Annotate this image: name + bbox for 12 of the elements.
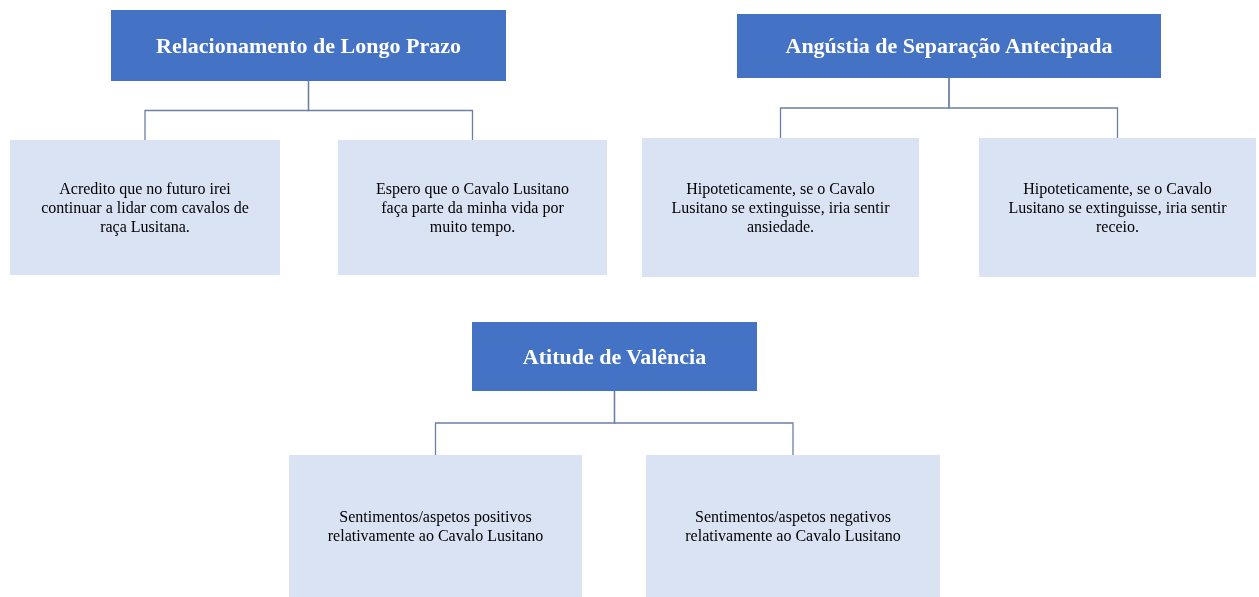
statement-box: Hipoteticamente, se o Cavalo Lusitano se extinguisse, iria sentir ansiedade.: [642, 138, 919, 277]
statement-box: Acredito que no futuro irei continuar a lidar com cavalos de raça Lusitana.: [10, 140, 280, 275]
category-header-box: Atitude de Valência: [472, 322, 757, 391]
connector-line: [613, 390, 794, 456]
statement-box: Sentimentos/aspetos positivos relativamente ao Cavalo Lusitano: [289, 455, 582, 597]
statement-box: Hipoteticamente, se o Cavalo Lusitano se extinguisse, iria sentir receio.: [979, 138, 1256, 277]
statement-box: Espero que o Cavalo Lusitano faça parte da minha vida por muito tempo.: [338, 140, 607, 275]
category-header-box: Relacionamento de Longo Prazo: [111, 10, 506, 81]
connector-line: [948, 77, 1119, 139]
category-header-box: Angústia de Separação Antecipada: [737, 14, 1161, 78]
statement-box: Sentimentos/aspetos negativos relativamente ao Cavalo Lusitano: [646, 455, 940, 597]
connector-line: [307, 80, 474, 141]
